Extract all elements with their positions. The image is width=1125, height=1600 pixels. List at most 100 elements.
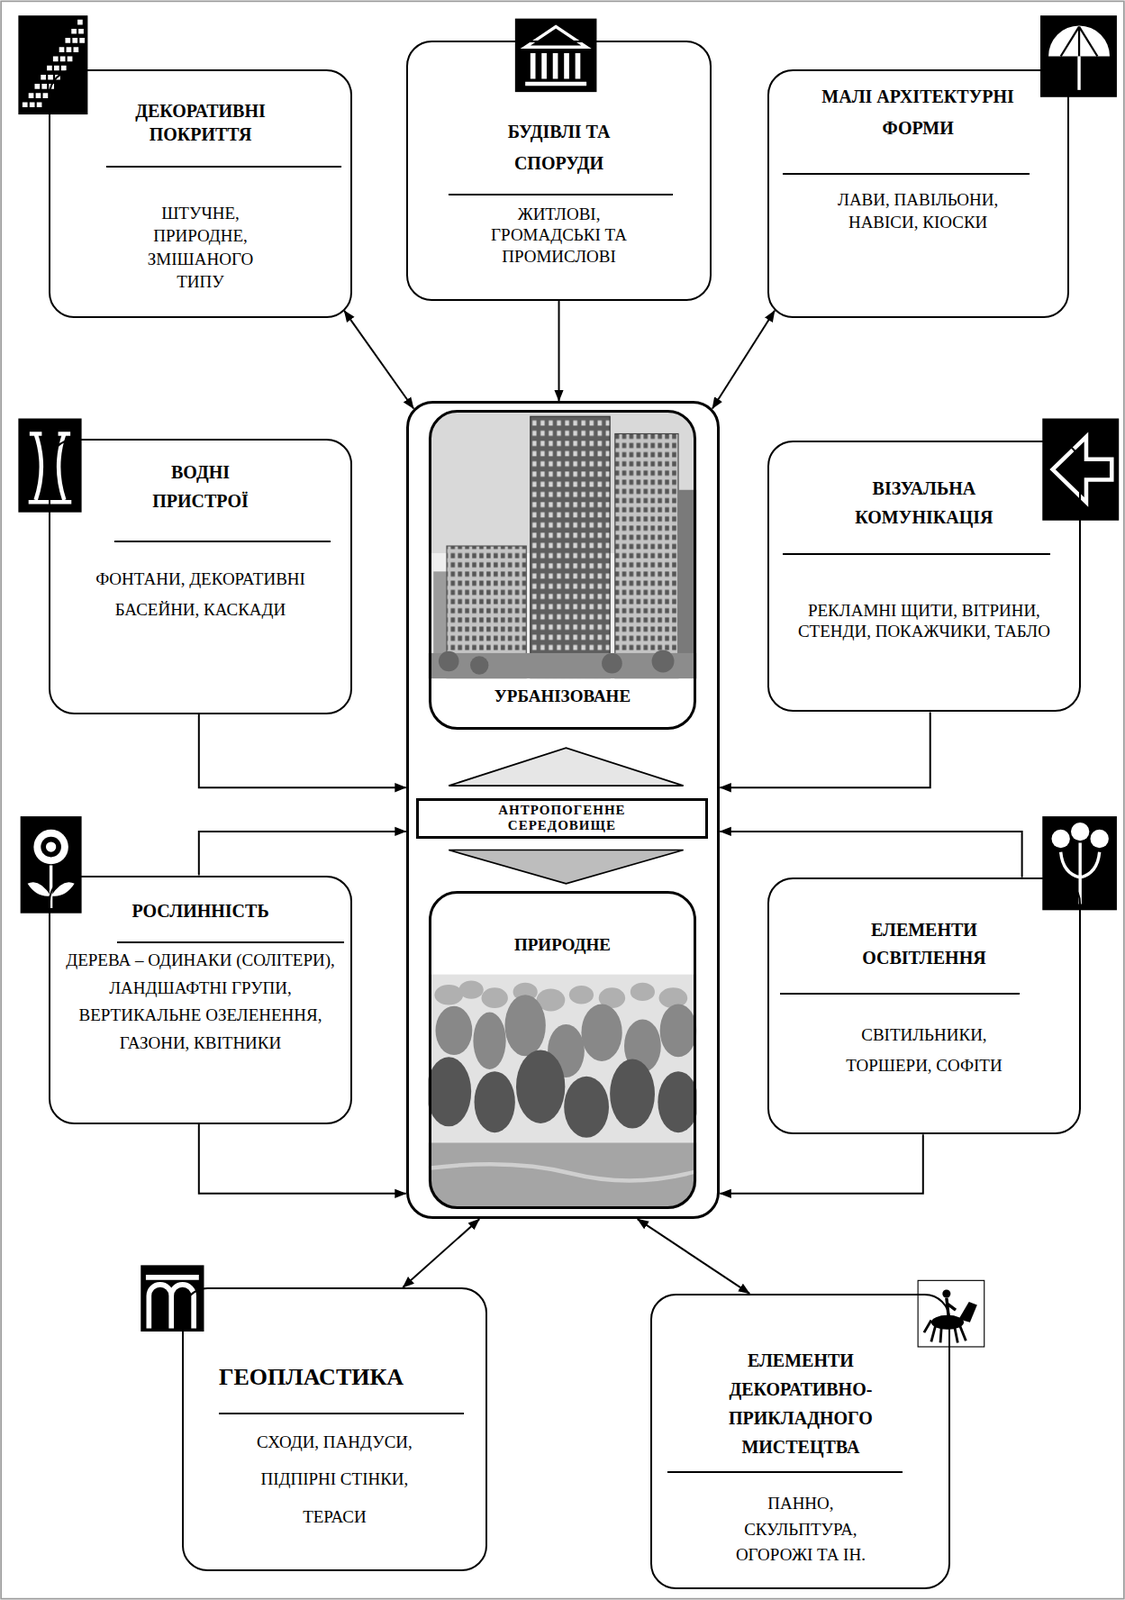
category-items: РЕКЛАМНІ ЩИТИ, ВІТРИНИ, СТЕНДИ, ПОКАЖЧИК… [791,600,1057,643]
down-triangle [448,849,683,883]
category-box: ГЕОПЛАСТИКА СХОДИ, ПАНДУСИ, ПІДПІРНІ СТІН… [181,1287,489,1571]
category-heading: ВІЗУАЛЬНА КОМУНІКАЦІЯ [822,473,1026,532]
arches-glyph [145,1277,200,1329]
icon-ground [18,15,88,115]
tree-crown [580,1003,622,1061]
middle-trees [435,994,698,1078]
category-items: ЖИТЛОВІ, ГРОМАДСЬКІ ТА ПРОМИСЛОВІ [482,203,636,268]
tree-crown [434,984,463,1006]
tree-crown [472,1012,506,1070]
category-box: МАЛІ АРХІТЕКТУРНІ ФОРМИ ЛАВИ, ПАВІЛЬОНИ, … [767,69,1070,318]
tree-crown [657,1070,697,1133]
urban-photo [428,409,698,729]
tree-crown [630,982,655,1001]
category-heading: МАЛІ АРХІТЕКТУРНІ ФОРМИ [790,81,1046,145]
umbrella-canopy [1048,26,1110,57]
arrow-glyph [1052,436,1113,502]
category-heading: ДЕКОРАТИВНІ ПОКРИТТЯ [98,99,302,146]
category-box: БУДІВЛІ ТА СПОРУДИ ЖИТЛОВІ, ГРОМАДСЬКІ ТА… [406,40,713,301]
coverings-icon [18,15,88,115]
urban-tree [652,650,675,673]
nature-photo [428,890,698,1209]
connector-arrow [558,300,561,401]
tree-crown [459,979,484,998]
umbrella-pole [1077,56,1080,91]
photo-panel: УРБАНІЗОВАНЕ [428,409,698,729]
horse-head [958,1301,977,1323]
connector-arrow [719,831,1022,878]
icon-ground [917,1279,985,1347]
category-box: ЕЛЕМЕНТИ ОСВІТЛЕННЯ СВІТИЛЬНИКИ, ТОРШЕРИ,… [767,877,1082,1135]
horse-legs [924,1320,966,1343]
rider-head [942,1289,951,1298]
temple-roof [525,27,587,48]
distant-trees [434,979,688,1011]
divider-rule [218,1412,464,1415]
lamp-globe [1089,829,1108,848]
category-heading: БУДІВЛІ ТА СПОРУДИ [467,116,652,180]
connector-arrow [344,310,414,409]
category-heading: ЕЛЕМЕНТИ ОСВІТЛЕННЯ [822,916,1026,972]
connector-arrow [637,1218,751,1294]
tree-crown [563,1076,609,1138]
category-box: ВІЗУАЛЬНА КОМУНІКАЦІЯ РЕКЛАМНІ ЩИТИ, ВІТР… [767,440,1082,712]
category-heading: ГЕОПЛАСТИКА [218,1362,404,1391]
divider-rule [780,992,1020,995]
icon-ground [20,816,82,914]
nature-ground [428,1142,698,1209]
front-trees [428,1049,698,1137]
divider-rule [448,193,673,196]
connector-arrow [199,714,407,789]
tree-crown [474,1070,516,1133]
category-heading: РОСЛИННІСТЬ [67,898,333,923]
urban-tree [601,653,623,674]
category-items: СВІТИЛЬНИКИ, ТОРШЕРИ, СОФІТИ [842,1019,1006,1081]
terrain-icon [140,1264,204,1332]
divider-rule [117,941,345,944]
urban-tree [470,655,489,674]
tree-crown [660,1003,698,1057]
temple-columns [525,53,587,86]
connector-arrow [402,1218,480,1288]
environment-band: АНТРОПОГЕННЕ СЕРЕДОВИЩЕ [416,798,708,839]
sculpture-icon [917,1279,985,1347]
photo-panel: ПРИРОДНЕ [428,890,698,1209]
category-items: ШТУЧНЕ, ПРИРОДНЕ, ЗМІШАНОГО ТИПУ [131,201,270,295]
flower-leaves [27,881,75,897]
icon-ground [140,1264,204,1332]
icon-ground [1040,15,1117,98]
tree-crown [569,985,594,1004]
category-items: ФОНТАНИ, ДЕКОРАТИВНІ БАСЕЙНИ, КАСКАДИ [63,563,339,626]
panel-caption: УРБАНІЗОВАНЕ [489,685,636,708]
tree-crown [609,1059,655,1129]
connector-arrow [199,831,407,876]
category-box: ЕЛЕМЕНТИ ДЕКОРАТИВНО-ПРИКЛАДНОГО МИСТЕЦТ… [650,1293,951,1589]
divider-rule [782,553,1051,555]
divider-rule [114,540,331,543]
urban-tree [438,651,460,672]
flower-core [45,841,56,852]
connector-arrow [719,711,930,788]
flower-ring [40,836,62,858]
panel-caption: ПРИРОДНЕ [508,934,617,956]
divider-rule [106,165,341,168]
plant-icon [20,816,82,914]
category-items: ПАННО, СКУЛЬПТУРА, ОГОРОЖІ ТА ІН. [714,1490,889,1569]
umbrella-icon [1040,15,1117,98]
category-box: РОСЛИННІСТЬ ДЕРЕВА – ОДИНАКИ (СОЛІТЕРИ), … [48,875,352,1125]
divider-rule [667,1470,902,1473]
lamp-globe [1051,829,1070,848]
tree-crown [435,1006,473,1055]
tree-crown [505,994,546,1056]
category-items: СХОДИ, ПАНДУСИ, ПІДПІРНІ СТІНКИ, ТЕРАСИ [232,1423,436,1536]
umbrella-ribs [1061,27,1098,57]
tree-crown [480,987,508,1008]
up-triangle [448,747,683,786]
category-items: ДЕРЕВА – ОДИНАКИ (СОЛІТЕРИ), ЛАНДШАФТНІ … [54,946,346,1057]
urban-building [678,489,697,679]
tree-crown [516,1049,565,1124]
tile-pattern [22,19,85,108]
category-items: ЛАВИ, ПАВІЛЬОНИ, НАВІСИ, КІОСКИ [825,189,1010,234]
